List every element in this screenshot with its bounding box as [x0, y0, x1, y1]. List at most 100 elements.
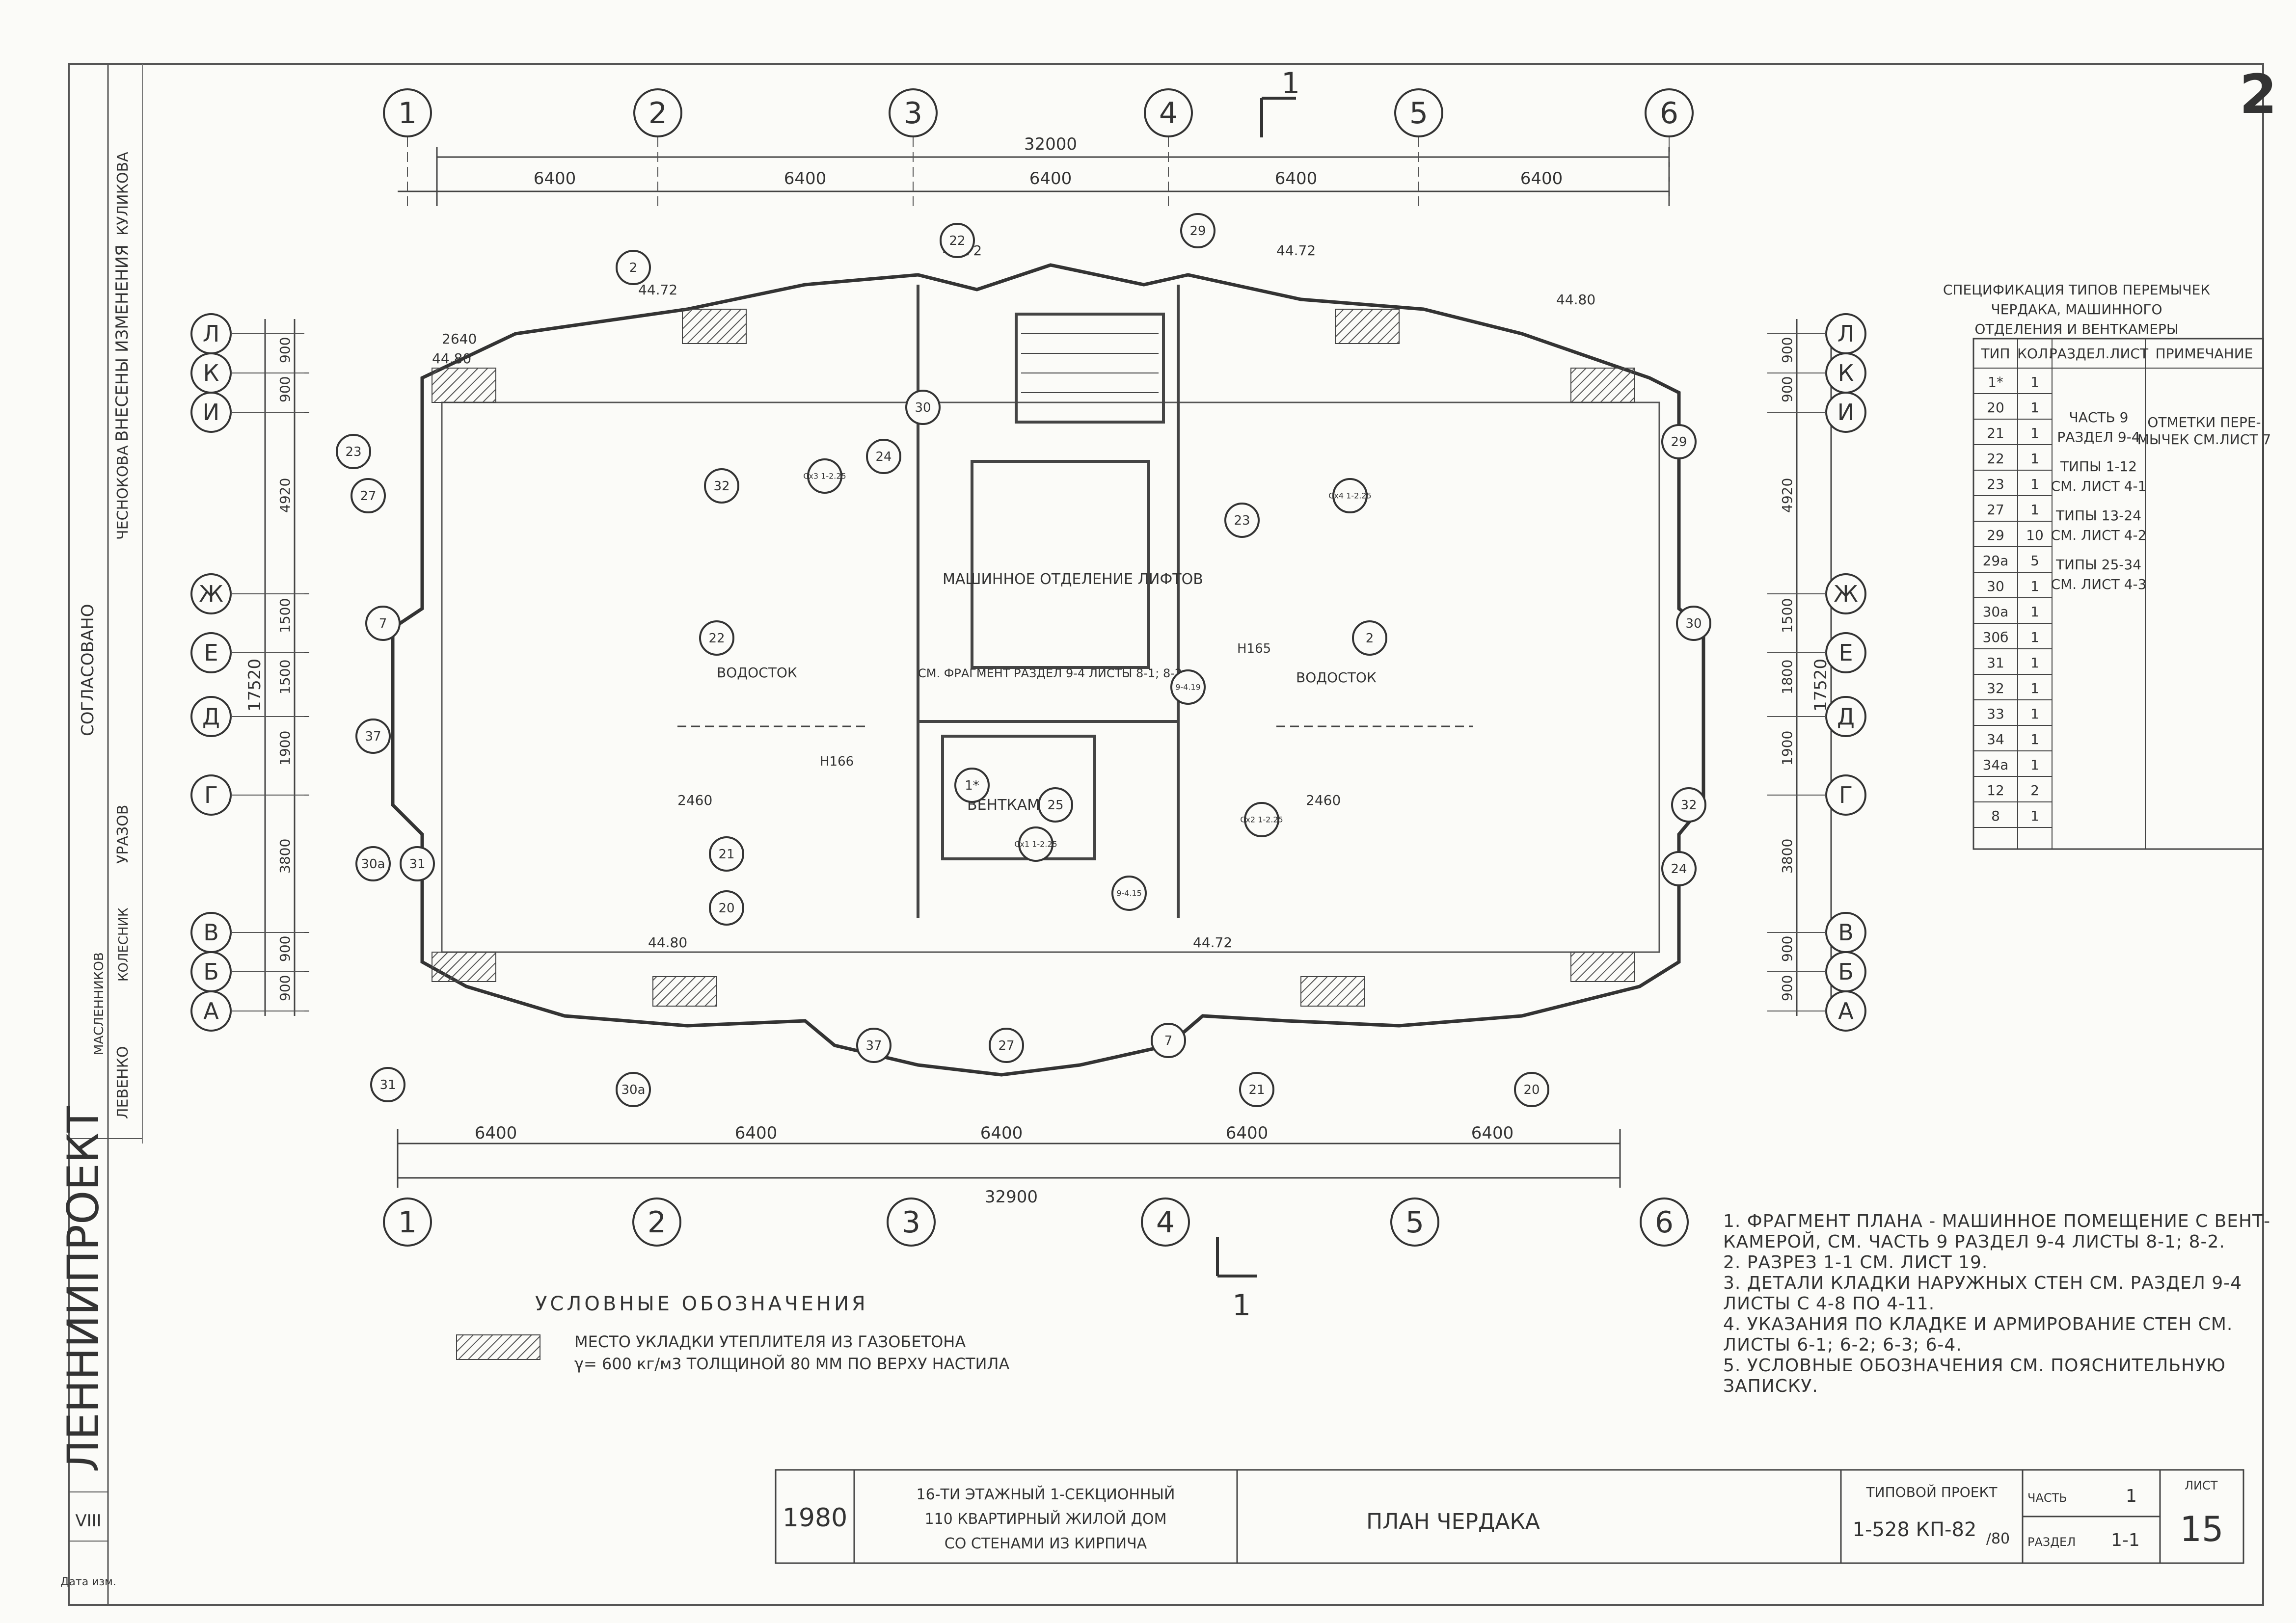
axis-4-bottom: 4	[1141, 1197, 1190, 1247]
axis-1-right: Л	[1825, 313, 1866, 354]
tb-project-year: /80	[1986, 1530, 2010, 1547]
spec-title-3: ОТДЕЛЕНИЯ И ВЕНТКАМЕРЫ	[1974, 321, 2178, 337]
svg-text:29: 29	[1189, 224, 1206, 239]
svg-text:30а: 30а	[361, 857, 385, 872]
note-line-6: ЛИСТЫ 6-1; 6-2; 6-3; 6-4.	[1723, 1335, 1962, 1355]
right-chain-dim-3: 1500	[1779, 598, 1795, 633]
right-chain-dim-6: 3800	[1779, 839, 1795, 874]
dim-top-bay-4: 6400	[1275, 169, 1318, 188]
svg-text:1*: 1*	[965, 778, 979, 793]
side-dimension-lines	[264, 319, 1832, 1016]
axis-5-top: 5	[1394, 88, 1443, 137]
spec-h-type: ТИП	[1980, 346, 2010, 362]
svg-text:27: 27	[360, 489, 376, 504]
title-block	[775, 1469, 2244, 1564]
svg-text:2: 2	[629, 261, 638, 275]
h165-label: Н165	[1237, 641, 1271, 656]
spec-type-5: 27	[1987, 502, 2004, 518]
svg-text:Сх3 1-2.25: Сх3 1-2.25	[803, 472, 846, 481]
spec-type-9: 30а	[1983, 604, 2009, 620]
marker-16: 9-4.19	[1170, 669, 1206, 705]
dim-top-bay-5: 6400	[1520, 169, 1563, 188]
svg-text:В: В	[203, 919, 219, 946]
marker-34: 21	[1239, 1072, 1274, 1107]
spec-count-15: 1	[2030, 757, 2039, 773]
axis-9-left: Б	[190, 951, 232, 992]
marker-22: 2	[1352, 620, 1387, 656]
axis-5-left: Е	[190, 632, 232, 673]
dim-top-bay-1: 6400	[534, 169, 576, 188]
stamp-name-4: МАСЛЕННИКОВ	[92, 952, 107, 1055]
right-chain-dim-2: 4920	[1779, 478, 1795, 513]
axis-10-right: А	[1825, 990, 1866, 1032]
axis-6-bottom: 6	[1640, 1197, 1689, 1247]
axis-10-left: А	[190, 990, 232, 1032]
bottom-dimensions	[397, 1129, 1621, 1188]
axis-6-left: Д	[190, 696, 232, 737]
axis-4-top: 4	[1144, 88, 1193, 137]
note-line-5: 4. УКАЗАНИЯ ПО КЛАДКЕ И АРМИРОВАНИЕ СТЕН…	[1723, 1314, 2233, 1334]
svg-text:1: 1	[398, 1205, 417, 1240]
spec-type-2: 21	[1987, 425, 2004, 441]
marker-14: 1*	[954, 768, 990, 803]
spec-note-1: МЫЧЕК СМ.ЛИСТ 7	[2137, 431, 2271, 448]
svg-text:Е: Е	[1838, 639, 1853, 666]
tb-project-code: 1-528 КП-82	[1853, 1518, 1977, 1541]
svg-text:20: 20	[718, 901, 734, 916]
building-outline	[391, 263, 1705, 1077]
date-label: Дата изм.	[60, 1576, 116, 1588]
svg-text:К: К	[1838, 360, 1854, 386]
left-chain-dim-0: 900	[277, 337, 293, 363]
spec-type-10: 30б	[1983, 629, 2009, 645]
stamp-name-3: ЛЕВЕНКО	[114, 1046, 132, 1119]
axis-9-right: Б	[1825, 951, 1866, 992]
left-stamp: ЛЕННИИПРОЕКТ СОГЛАСОВАНО ВНЕСЕНЫ ИЗМЕНЕН…	[58, 64, 143, 1605]
marker-7: 27	[351, 478, 386, 513]
marker-23: 22	[699, 620, 734, 656]
dim-bottom-bay-1: 6400	[475, 1123, 517, 1143]
tb-project-label: ТИПОВОЙ ПРОЕКТ	[1866, 1484, 1998, 1500]
spec-count-10: 1	[2030, 629, 2039, 645]
spec-title-1: СПЕЦИФИКАЦИЯ ТИПОВ ПЕРЕМЫЧЕК	[1943, 282, 2210, 298]
spec-count-4: 1	[2030, 476, 2039, 492]
axis-1-left: Л	[190, 313, 232, 354]
inner-dim-1: 44.80	[432, 350, 471, 367]
spec-sec-3: СМ. ЛИСТ 4-1	[2051, 478, 2147, 494]
svg-text:4: 4	[1159, 96, 1178, 131]
marker-35: 20	[1514, 1072, 1549, 1107]
marker-8: 7	[365, 606, 401, 641]
svg-text:2: 2	[648, 1205, 666, 1240]
svg-text:30: 30	[915, 400, 931, 415]
svg-text:27: 27	[998, 1038, 1014, 1053]
inner-dim-8: 2460	[677, 792, 712, 808]
h166-label: Н166	[820, 754, 854, 769]
svg-text:32: 32	[713, 479, 729, 494]
spec-h-count: КОЛ.	[2017, 346, 2053, 362]
svg-text:И: И	[1837, 399, 1854, 426]
spec-type-8: 30	[1987, 578, 2004, 594]
marker-27: 24	[1661, 851, 1697, 886]
dim-bottom-bay-3: 6400	[980, 1123, 1023, 1143]
svg-text:4: 4	[1156, 1205, 1175, 1240]
spec-sec-1: РАЗДЕЛ 9-4	[2057, 429, 2140, 445]
axis-4-left: Ж	[190, 573, 232, 614]
axis-3-right: И	[1825, 392, 1866, 433]
general-notes: 1. ФРАГМЕНТ ПЛАНА - МАШИННОЕ ПОМЕЩЕНИЕ С…	[1723, 1211, 2270, 1396]
svg-text:22: 22	[949, 234, 965, 248]
left-chain-dim-2: 4920	[277, 478, 293, 513]
svg-text:Сх1 1-2.25: Сх1 1-2.25	[1014, 840, 1057, 849]
spec-h-section: РАЗДЕЛ.ЛИСТ	[2049, 346, 2149, 362]
stamp-name-0: КУЛИКОВА	[114, 152, 132, 236]
svg-text:2: 2	[1366, 631, 1374, 646]
spec-type-0: 1*	[1988, 374, 2003, 390]
svg-text:37: 37	[865, 1038, 882, 1053]
spec-count-16: 2	[2030, 782, 2039, 798]
svg-text:23: 23	[1234, 513, 1250, 528]
section-mark-top: 1	[1260, 66, 1300, 137]
right-chain-dim-5: 1900	[1779, 731, 1795, 766]
axis-7-right: Г	[1825, 774, 1866, 816]
svg-text:23: 23	[345, 445, 361, 459]
